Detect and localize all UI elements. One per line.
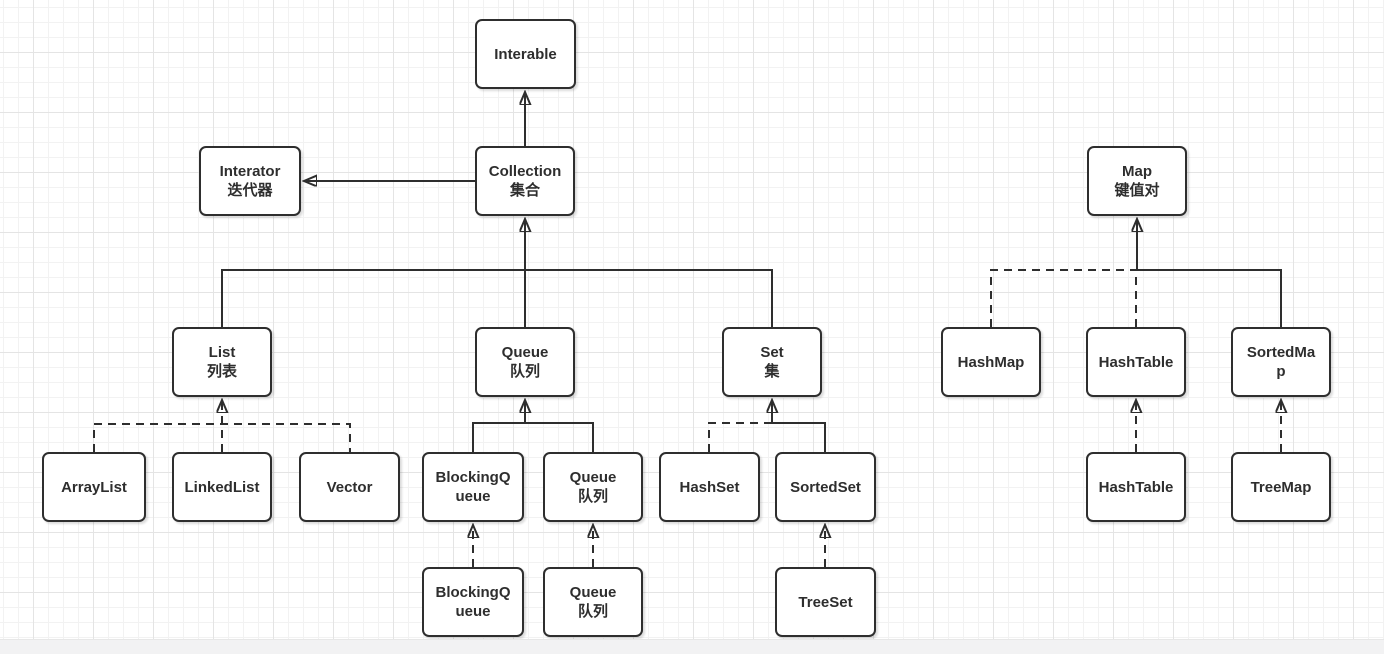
node-queue-interface-label: Queue — [501, 344, 549, 361]
edge-queue-children-rail — [472, 422, 594, 452]
node-list-label: List — [208, 344, 236, 361]
node-blockingqueue-impl-label2: ueue — [455, 603, 491, 620]
node-queue-mid[interactable]: Queue 队列 — [543, 452, 643, 522]
edge-sortedmap-to-map-link — [1137, 269, 1282, 327]
node-collection[interactable]: Collection 集合 — [475, 146, 575, 216]
node-queue-mid-label: Queue — [569, 469, 617, 486]
node-sortedset-label: SortedSet — [790, 478, 861, 496]
node-list-sublabel: 列表 — [206, 363, 237, 380]
node-sortedmap[interactable]: SortedMa p — [1231, 327, 1331, 397]
node-map-sublabel: 键值对 — [1114, 182, 1160, 199]
node-blockingqueue-interface-label2: ueue — [455, 488, 491, 505]
node-linkedlist-label: LinkedList — [184, 478, 260, 496]
node-hashmap[interactable]: HashMap — [941, 327, 1041, 397]
node-collection-label: Collection — [488, 163, 562, 180]
node-treeset[interactable]: TreeSet — [775, 567, 876, 637]
node-set-sublabel: 集 — [764, 363, 780, 380]
node-linkedlist[interactable]: LinkedList — [172, 452, 272, 522]
node-sortedmap-label: SortedMa — [1246, 344, 1316, 361]
node-iterator-label: Interator — [219, 163, 281, 180]
node-iterable-label: Interable — [494, 45, 557, 63]
node-treeset-label: TreeSet — [798, 593, 853, 611]
node-list[interactable]: List 列表 — [172, 327, 272, 397]
node-iterable[interactable]: Interable — [475, 19, 576, 89]
node-map-label: Map — [1122, 163, 1152, 180]
node-hashset[interactable]: HashSet — [659, 452, 760, 522]
node-vector[interactable]: Vector — [299, 452, 400, 522]
node-queue-impl-sublabel: 队列 — [577, 603, 608, 620]
node-map[interactable]: Map 键值对 — [1087, 146, 1187, 216]
node-blockingqueue-interface[interactable]: BlockingQ ueue — [422, 452, 524, 522]
node-hashmap-label: HashMap — [957, 353, 1025, 371]
horizontal-scrollbar-track[interactable] — [0, 639, 1384, 654]
node-iterator[interactable]: Interator 迭代器 — [199, 146, 301, 216]
edge-hashset-to-set-link — [708, 422, 772, 452]
node-set-label: Set — [760, 344, 784, 361]
node-queue-interface-sublabel: 队列 — [509, 363, 540, 380]
node-treemap[interactable]: TreeMap — [1231, 452, 1331, 522]
node-blockingqueue-impl-label: BlockingQ — [435, 584, 511, 601]
edge-sortedset-to-set-link — [772, 422, 826, 452]
node-blockingqueue-interface-label: BlockingQ — [435, 469, 511, 486]
node-arraylist[interactable]: ArrayList — [42, 452, 146, 522]
node-iterator-sublabel: 迭代器 — [227, 182, 273, 199]
edge-hashmap-to-map-link — [990, 269, 1137, 327]
edge-collection-children-rail — [221, 269, 773, 327]
node-arraylist-label: ArrayList — [61, 478, 127, 496]
node-sortedmap-label2: p — [1276, 363, 1286, 380]
node-queue-impl-label: Queue — [569, 584, 617, 601]
node-sortedset[interactable]: SortedSet — [775, 452, 876, 522]
node-queue-mid-sublabel: 队列 — [577, 488, 608, 505]
node-hashtable-interface[interactable]: HashTable — [1086, 327, 1186, 397]
node-blockingqueue-impl[interactable]: BlockingQ ueue — [422, 567, 524, 637]
node-hashset-label: HashSet — [679, 478, 740, 496]
node-queue-interface[interactable]: Queue 队列 — [475, 327, 575, 397]
node-hashtable-impl-label: HashTable — [1098, 478, 1174, 496]
node-vector-label: Vector — [326, 478, 373, 496]
node-collection-sublabel: 集合 — [509, 182, 540, 199]
node-set[interactable]: Set 集 — [722, 327, 822, 397]
node-treemap-label: TreeMap — [1250, 478, 1312, 496]
node-hashtable-impl[interactable]: HashTable — [1086, 452, 1186, 522]
node-queue-impl[interactable]: Queue 队列 — [543, 567, 643, 637]
node-hashtable-interface-label: HashTable — [1098, 353, 1174, 371]
